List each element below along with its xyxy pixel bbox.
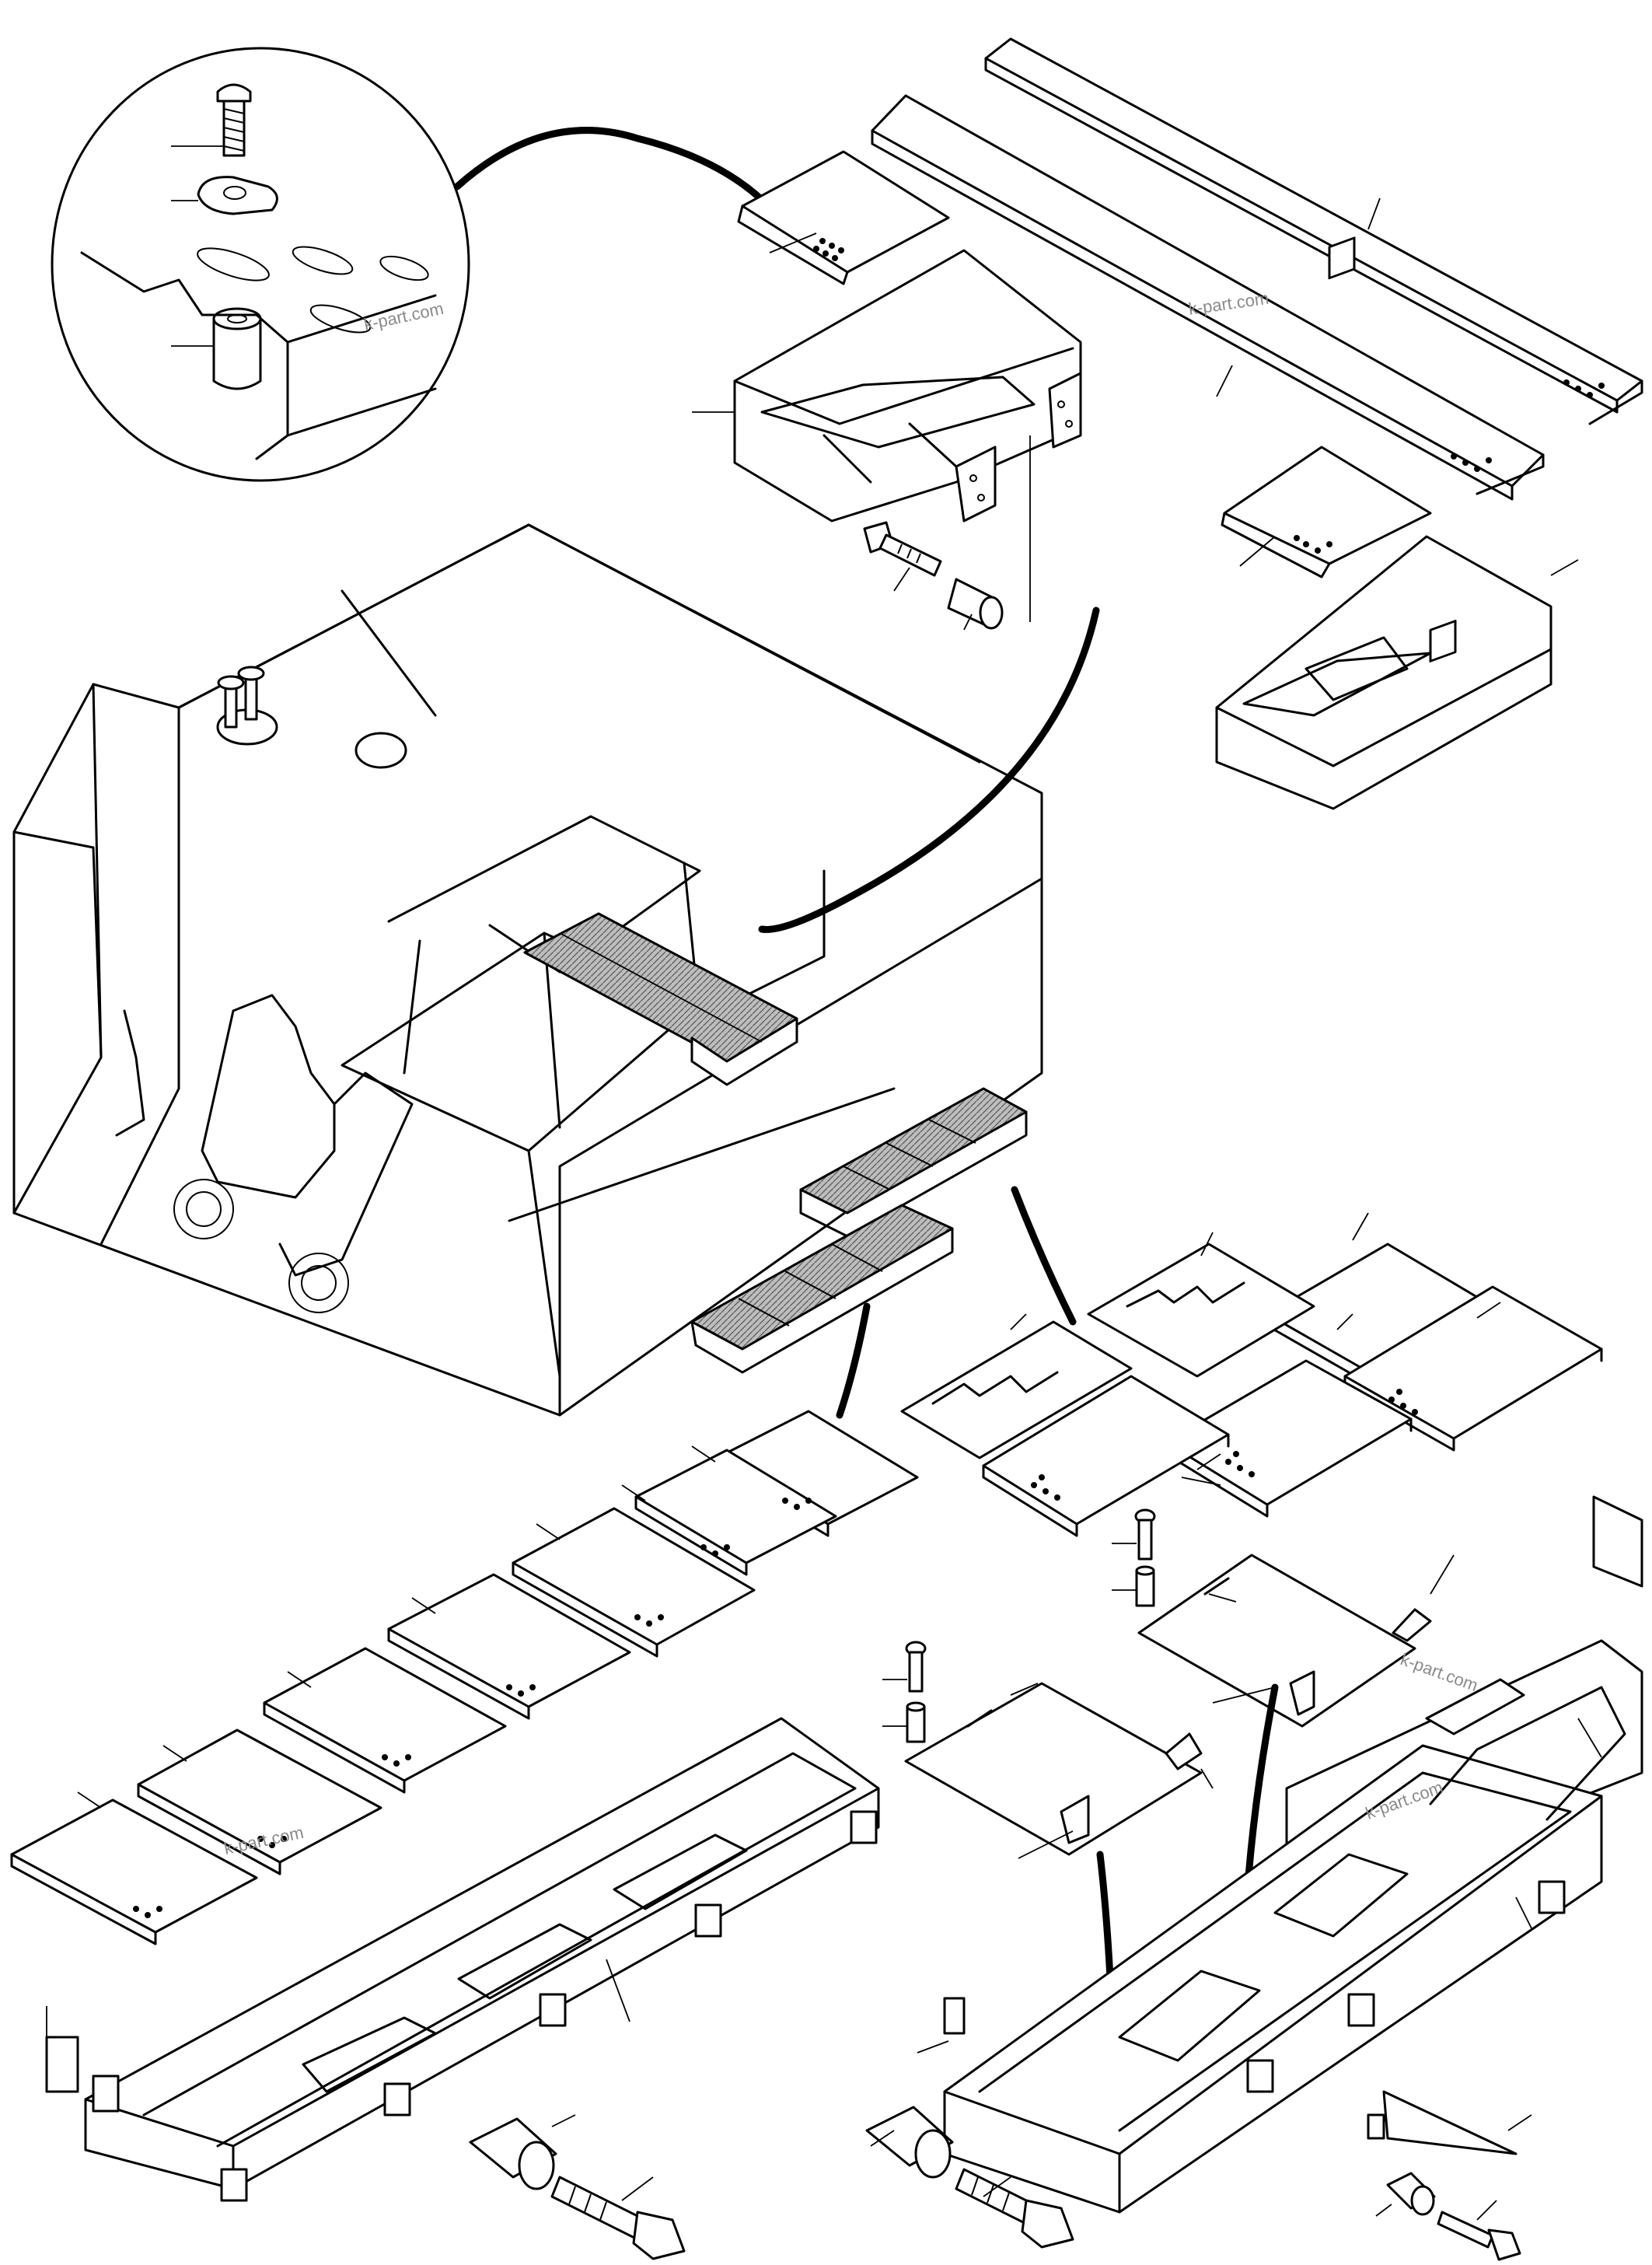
bolt-sleeve-pair-upper bbox=[1112, 1508, 1156, 1607]
watermark-4: k-part.com bbox=[1398, 1649, 1480, 1695]
right-small-cover-plate bbox=[1221, 446, 1432, 578]
long-cover-plate-upper bbox=[984, 37, 1643, 425]
callout-arc-right bbox=[1011, 1186, 1077, 1326]
bolt-and-sleeve-far-right bbox=[1375, 2172, 1521, 2261]
mesh-step-upper bbox=[523, 912, 798, 1086]
step-plate-cluster-right bbox=[900, 1212, 1603, 1537]
screw-detail bbox=[216, 83, 252, 157]
bolt-sleeve-pair-lower bbox=[882, 1641, 927, 1743]
callout-arc-b1 bbox=[1244, 1683, 1279, 1889]
step-plates-left-series: k-part.com bbox=[10, 1410, 919, 1945]
bolt-and-sleeve-right bbox=[865, 2106, 1074, 2249]
long-cover-plate-lower: k-part.com bbox=[871, 94, 1545, 501]
plate-perforation bbox=[813, 238, 844, 261]
top-bracket-box bbox=[692, 249, 1082, 622]
callout-arc-top bbox=[453, 127, 789, 229]
bolt-and-sleeve-left bbox=[469, 2114, 686, 2260]
cover-plate-bottom-right-upper: k-part.com bbox=[1137, 1554, 1480, 1728]
filler-cap bbox=[216, 666, 407, 769]
cover-plate-bottom-right-lower bbox=[904, 1682, 1214, 1859]
right-bracket-box bbox=[1215, 236, 1579, 810]
mesh-step-lower-2 bbox=[690, 1204, 954, 1374]
bolt-and-sleeve-top bbox=[863, 521, 1004, 631]
main-frame-assembly bbox=[12, 523, 1043, 1417]
spacer-detail bbox=[212, 307, 262, 390]
callout-arc-left bbox=[836, 1302, 871, 1419]
washer-detail bbox=[197, 176, 278, 215]
top-small-cover-plate bbox=[737, 150, 950, 285]
long-frame-left bbox=[45, 1717, 880, 2202]
watermark-1: k-part.com bbox=[362, 299, 445, 334]
callout-arc-mid bbox=[758, 606, 1100, 933]
detail-callout-circle: k-part.com bbox=[51, 47, 470, 482]
